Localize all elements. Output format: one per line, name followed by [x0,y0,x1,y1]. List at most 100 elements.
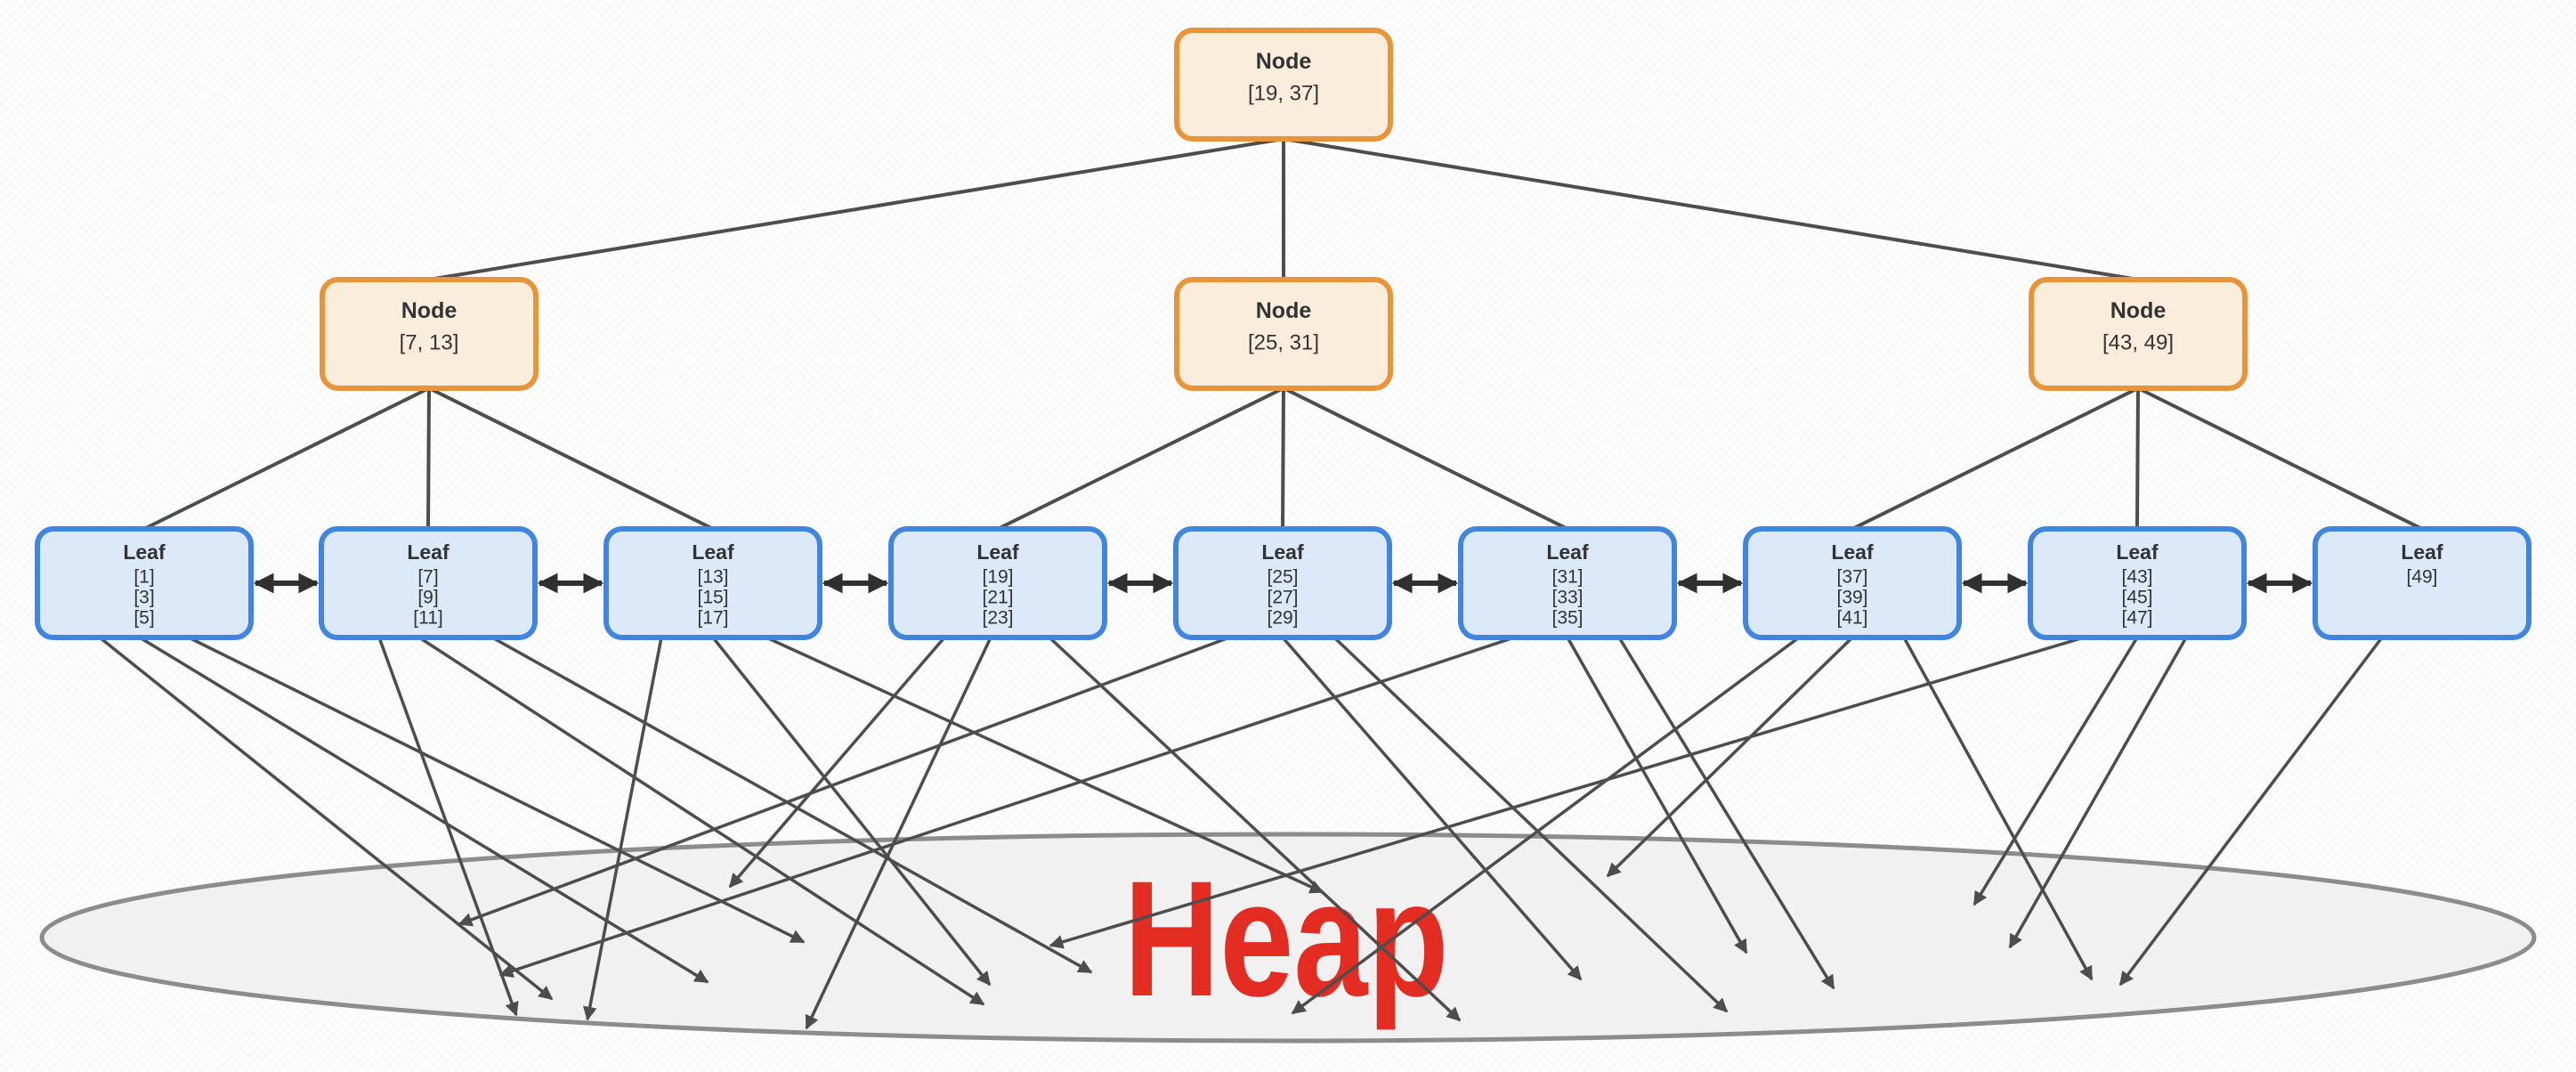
heap-pointer-arrow [728,636,946,889]
leaf-node: Leaf[25][27][29] [1173,526,1392,640]
heap-pointer-arrow [1902,637,2094,981]
leaf-value: [3] [134,588,154,608]
heap-pointer-arrow [1333,636,1729,1013]
node-box [320,277,539,391]
node-box [2029,277,2248,391]
leaf-value: [9] [417,588,438,608]
tree-edge [996,386,1285,531]
root-node: Node [19, 37] [1174,28,1393,142]
leaf-value: [23] [982,608,1013,629]
leaf-title: Leaf [1261,540,1304,564]
heap-pointer-arrow [498,636,1515,978]
leaf-value: [31] [1551,567,1583,588]
leaf-title: Leaf [1546,540,1589,564]
leaf-box [603,526,822,640]
leaf-title: Leaf [2401,540,2443,564]
leaf-value: [25] [1267,567,1298,588]
node-keys: [43, 49] [2102,331,2174,355]
leaf-box [888,526,1107,640]
leaf-value: [45] [2121,588,2152,608]
leaf-value: [11] [413,608,442,629]
leaf-value: [27] [1267,588,1298,608]
leaf-value: [35] [1551,608,1583,629]
tree-edge [427,386,715,531]
leaf-value: [43] [2121,567,2152,588]
leaf-box [2313,526,2531,640]
tree-edge [426,386,431,531]
leaf-node: Leaf[7][9][11] [319,526,538,640]
heap-pointer-arrow [1048,636,1462,1022]
heap-pointer-arrow [1617,637,1835,990]
internal-node: Node [43, 49] [2029,277,2248,391]
leaf-value: [17] [697,608,728,629]
node-keys: [7, 13] [400,331,459,355]
leaf-box [1173,526,1392,640]
heap-pointer-arrow [188,636,806,944]
leaf-value: [39] [1836,588,1867,608]
leaf-value: [49] [2406,567,2437,588]
leaf-box [1458,526,1677,640]
leaf-title: Leaf [692,540,734,564]
leaf-value: [7] [417,567,438,588]
tree-edge [1281,386,1285,531]
node-box [1174,28,1393,142]
tree-edge [1282,137,2140,281]
leaf-node: Leaf [31][33][35] [1458,526,1677,640]
leaf-box [35,526,254,640]
leaf-title: Leaf [2116,540,2159,564]
node-keys: [19, 37] [1248,82,1319,106]
leaf-value: [33] [1551,588,1583,608]
leaf-node: Leaf [49] [2313,526,2531,640]
leaf-box [2028,526,2247,640]
node-title: Node [1256,298,1312,323]
leaf-value: [1] [134,567,154,588]
heap-pointer-arrow [805,637,992,1030]
internal-node: Node [7, 13] [320,277,539,391]
heap-pointer-arrows [98,636,2384,1030]
leaf-node: Leaf [13][15][17] [603,526,822,640]
node-keys: [25, 31] [1248,331,1319,355]
leaf-node: Leaf [1][3][5] [35,526,254,640]
heap-pointer-arrow [2118,636,2384,987]
heap-pointer-arrow [1606,636,1854,878]
node-title: Node [1256,49,1312,74]
heap-pointer-arrow [1973,637,2139,906]
tree-edge [1851,386,2140,531]
leaf-node: Leaf [43][45][47] [2028,526,2247,640]
tree-edge [142,386,431,531]
tree-edge [1282,386,1569,531]
leaf-value: [13] [697,567,728,588]
heap-pointer-arrow [766,636,1324,894]
leaf-value: [41] [1836,608,1867,629]
leaf-value: [47] [2121,608,2152,629]
leaf-title: Leaf [976,540,1019,564]
node-box [1174,277,1393,391]
heap-pointer-arrow [377,637,519,1017]
leaf-value: [37] [1836,567,1867,588]
leaf-title: Leaf [1831,540,1874,564]
heap-pointer-arrow [139,636,709,984]
tree-edge [2136,386,2424,531]
heap-pointer-arrow [458,636,1230,927]
tree-edge [427,137,1285,281]
heap-pointer-arrow [98,636,554,1001]
node-title: Node [401,298,458,323]
heap-ellipse [39,832,2537,1044]
tree-edges [142,137,2424,531]
heap-pointer-arrow [1281,636,1583,981]
internal-node: Node [25, 31] [1174,277,1393,391]
heap-pointer-arrow [1566,637,1748,954]
leaf-value: [5] [134,608,154,629]
leaf-title: Leaf [123,540,166,564]
leaf-value: [21] [982,588,1013,608]
heap-pointer-arrow [582,637,663,1021]
heap-pointer-arrow [1049,636,2085,949]
leaf-value: [15] [697,588,728,608]
leaf-node: Leaf[19][21][23] [888,526,1107,640]
tree-edge [2135,386,2140,531]
heap-pointer-arrow [2008,637,2188,949]
heap-pointer-arrow [418,636,985,1006]
node-title: Node [2110,298,2167,323]
